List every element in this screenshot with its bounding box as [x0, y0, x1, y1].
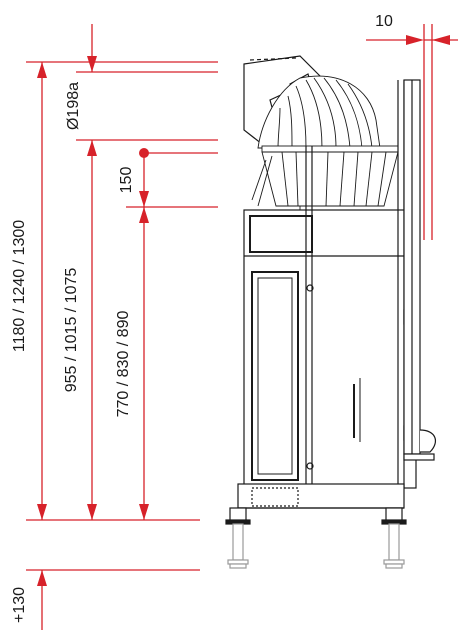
arrow-outlet-bottom [139, 504, 149, 520]
arrow-flue-top [87, 56, 97, 72]
arrow-total-top [37, 62, 47, 78]
firebox-body [243, 80, 417, 489]
total-height-label: 1180 / 1240 / 1300 [11, 220, 28, 352]
flue-height-label: 955 / 1015 / 1075 [63, 268, 80, 393]
offset-150-label: 150 [118, 167, 135, 194]
arrow-gap-left [406, 35, 424, 45]
gap-label: 10 [375, 13, 393, 30]
leg-extension-label: +130 [11, 587, 28, 623]
outlet-center-dot [139, 148, 149, 158]
base-plinth [237, 483, 405, 509]
arrow-outlet-150 [139, 191, 149, 207]
arrow-leg-top [37, 570, 47, 586]
heat-exchanger [251, 145, 399, 214]
arrow-flue-floor [87, 504, 97, 520]
arrow-total-bottom [37, 504, 47, 520]
adjustable-feet [225, 507, 407, 525]
rear-column [403, 79, 437, 461]
arrow-gap-right [432, 35, 450, 45]
fireplace-side-view [225, 55, 437, 569]
flue-diameter-label: Ø198a [65, 82, 82, 130]
arrow-flue-bottom [87, 140, 97, 156]
leg-extension [227, 523, 405, 569]
flue-hood [257, 75, 381, 149]
dimension-arrows [37, 35, 450, 586]
outlet-height-label: 770 / 830 / 890 [115, 311, 132, 418]
arrow-outlet-top [139, 207, 149, 223]
